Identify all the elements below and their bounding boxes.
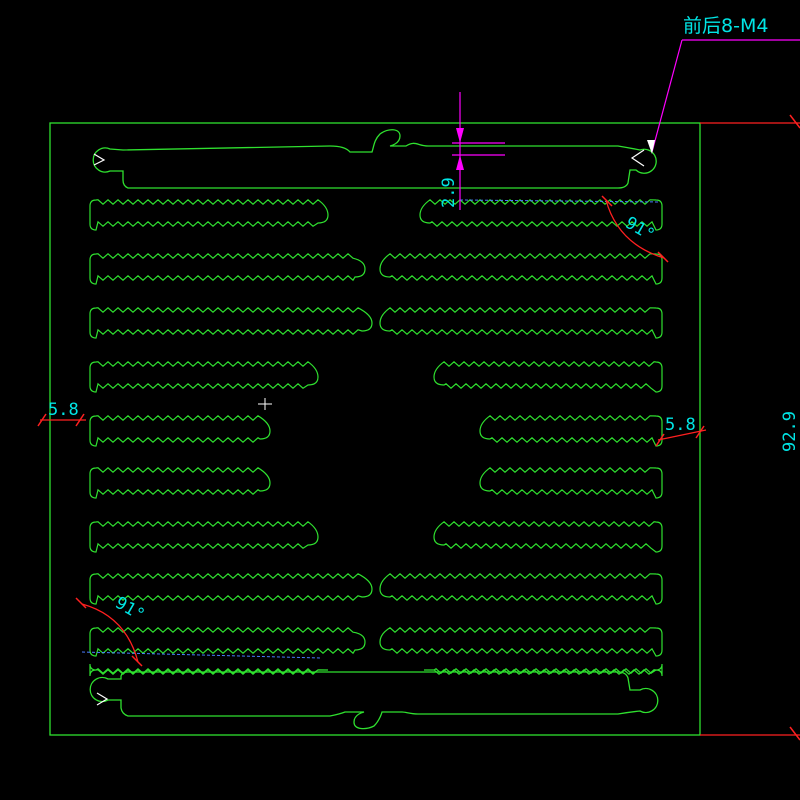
outer-boundary <box>49 122 701 736</box>
angle-arc-top-right <box>605 199 665 259</box>
bottom-rail-profile <box>89 671 659 730</box>
angle-tick-top-right-b <box>657 251 669 263</box>
fin-right-9 <box>379 627 663 657</box>
right-wall-label: 5.8 <box>665 415 696 435</box>
fin-right-3 <box>379 307 663 339</box>
fin-right-8 <box>379 573 663 605</box>
top-left-hole-mark <box>93 153 106 166</box>
top-rail-profile <box>92 129 657 189</box>
slot-depth-label: 2.9 <box>439 177 459 208</box>
fin-left-5 <box>89 415 271 447</box>
center-mark <box>258 398 272 410</box>
bottom-left-hole-mark <box>96 692 109 706</box>
fin-left-10 <box>89 663 329 677</box>
fin-left-9 <box>89 627 366 657</box>
top-fin-centerline <box>459 199 661 203</box>
hole-callout-leader <box>647 39 800 154</box>
fin-right-10 <box>423 663 663 677</box>
fin-array <box>89 199 663 677</box>
hole-callout-label: 前后8-M4 <box>683 15 768 37</box>
fin-left-2 <box>89 253 366 285</box>
angle-tick-top-right-a <box>601 195 613 207</box>
fin-right-1 <box>419 199 663 231</box>
fin-right-4 <box>433 361 663 393</box>
right-wall-dimension <box>655 425 707 447</box>
height-dimension <box>700 114 800 741</box>
slot-depth-dimension <box>452 92 505 210</box>
angle-tick-bottom-left-a <box>75 597 87 609</box>
height-label: 92.9 <box>780 411 800 452</box>
left-wall-label: 5.8 <box>48 400 79 420</box>
fin-right-6 <box>479 467 663 499</box>
fin-left-3 <box>89 307 373 339</box>
fin-right-7 <box>433 521 663 553</box>
angle-arc-bottom-left <box>81 603 139 663</box>
left-wall-dimension <box>37 413 86 427</box>
fin-right-5 <box>479 415 663 447</box>
top-right-hole-mark <box>630 149 645 167</box>
fin-left-4 <box>89 361 319 393</box>
fin-left-7 <box>89 521 319 553</box>
fin-left-6 <box>89 467 271 499</box>
fin-right-2 <box>379 253 663 285</box>
fin-left-1 <box>89 199 329 231</box>
angle-tick-bottom-left-b <box>131 655 143 667</box>
fin-left-8 <box>89 573 373 605</box>
